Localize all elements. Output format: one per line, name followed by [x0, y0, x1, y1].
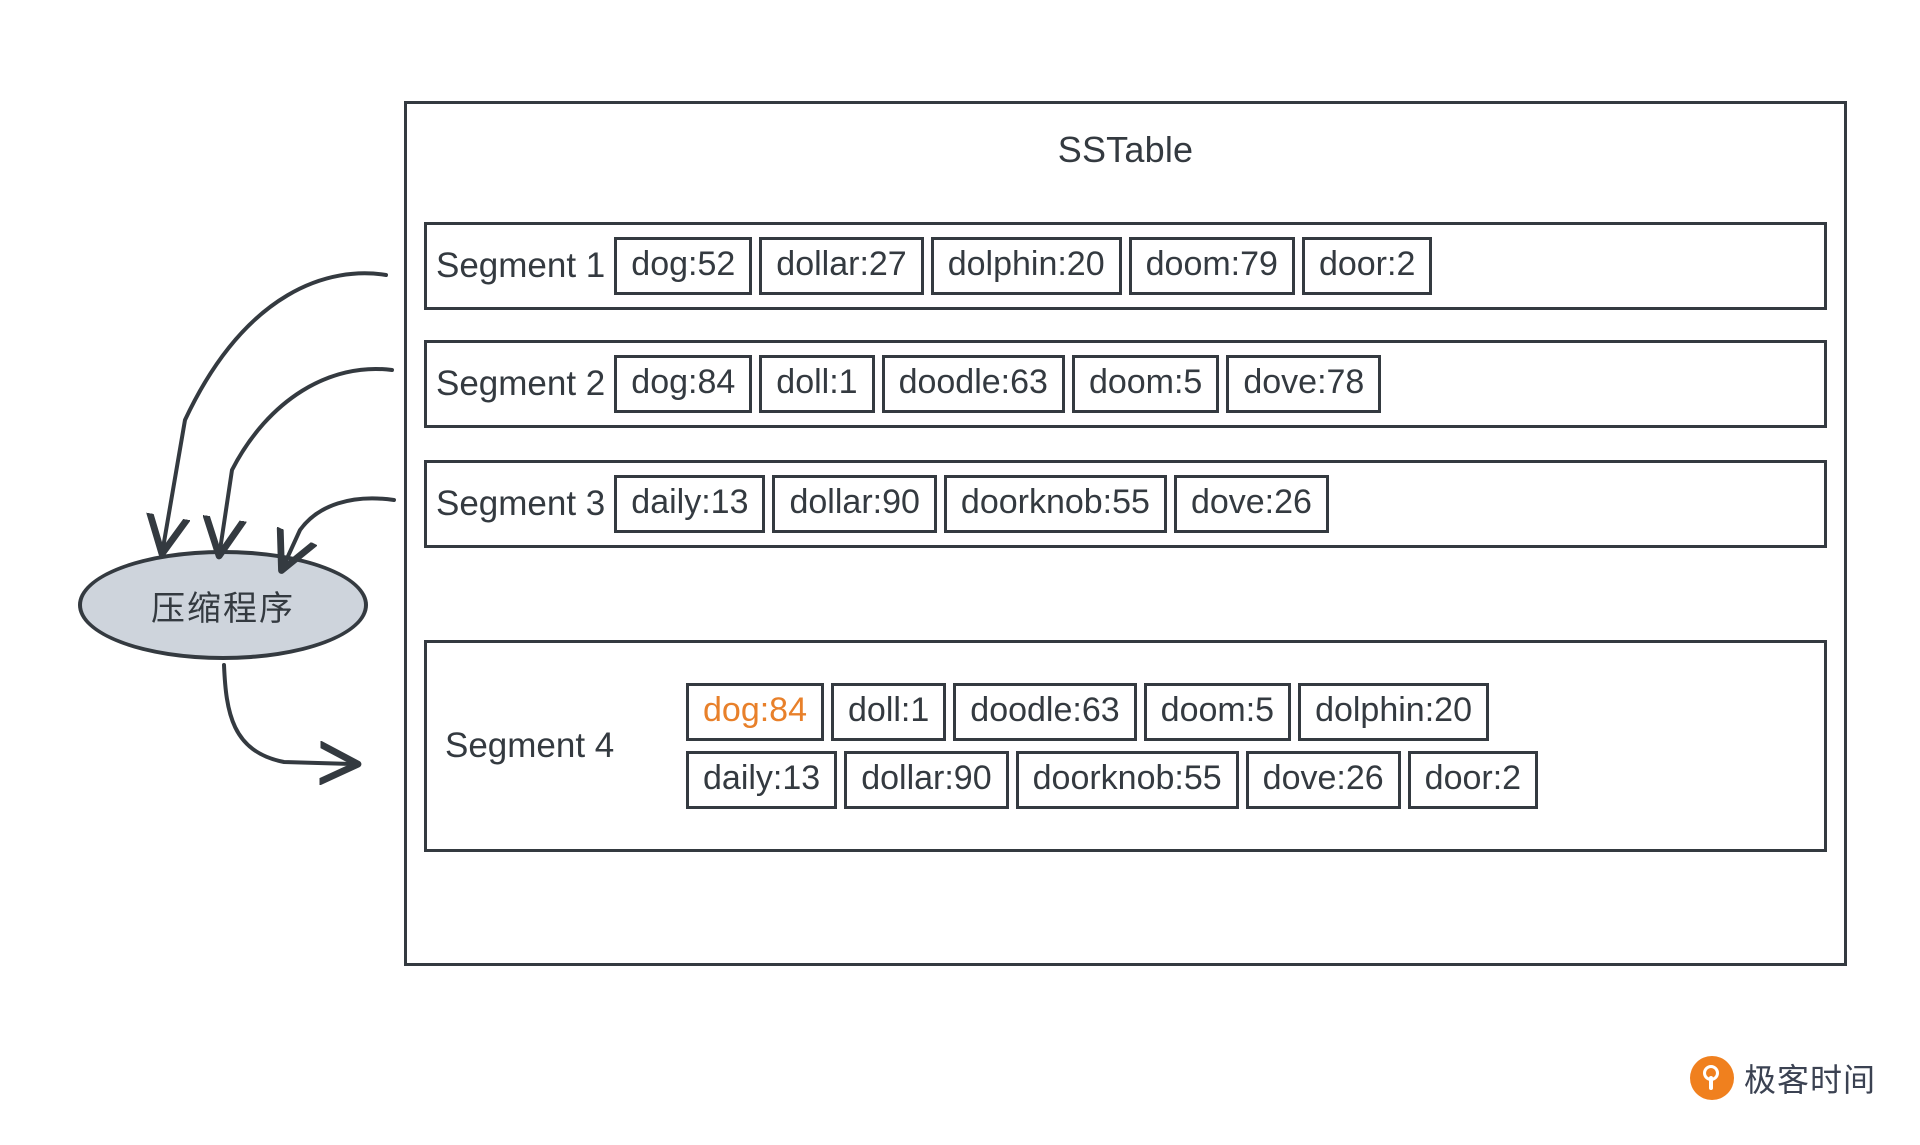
- arrow-segment2-to-compactor: [220, 367, 394, 550]
- entry-cell: doom:5: [1071, 355, 1220, 413]
- entry-cell: dove:26: [1245, 751, 1401, 809]
- entry-cell: dolphin:20: [930, 237, 1122, 295]
- segment-4-cells-line-2: daily:13 dollar:90 doorknob:55 dove:26 d…: [686, 751, 1539, 809]
- segment-label-2: Segment 2: [436, 363, 606, 403]
- entry-cell: doll:1: [759, 355, 875, 413]
- compaction-process-node: 压缩程序: [78, 550, 368, 660]
- entry-cell: daily:13: [614, 475, 766, 533]
- entry-cell: doorknob:55: [1015, 751, 1239, 809]
- segment-2-cells: dog:84 doll:1 doodle:63 doom:5 dove:78: [614, 355, 1382, 413]
- entry-cell: door:2: [1407, 751, 1539, 809]
- watermark: 极客时间: [1689, 1055, 1876, 1101]
- entry-cell: doll:1: [831, 683, 947, 741]
- entry-cell: daily:13: [686, 751, 838, 809]
- entry-cell: doom:79: [1128, 237, 1295, 295]
- entry-cell: doodle:63: [881, 355, 1065, 413]
- watermark-label: 极客时间: [1743, 1062, 1876, 1098]
- entry-cell: doorknob:55: [943, 475, 1167, 533]
- entry-cell: doom:5: [1143, 683, 1292, 741]
- segment-row-1: Segment 1 dog:52 dollar:27 dolphin:20 do…: [424, 222, 1827, 310]
- arrow-segment3-to-compactor: [284, 496, 396, 565]
- entry-cell: dog:52: [614, 237, 753, 295]
- segment-1-cells: dog:52 dollar:27 dolphin:20 doom:79 door…: [614, 237, 1433, 295]
- entry-cell: doodle:63: [953, 683, 1137, 741]
- entry-cell: dollar:90: [772, 475, 937, 533]
- segment-4-cells-line-1: dog:84 doll:1 doodle:63 doom:5 dolphin:2…: [686, 683, 1538, 741]
- arrow-compactor-to-segment4: [222, 663, 352, 764]
- segment-3-cells: daily:13 dollar:90 doorknob:55 dove:26: [614, 475, 1329, 533]
- segment-row-2: Segment 2 dog:84 doll:1 doodle:63 doom:5…: [424, 340, 1827, 428]
- segment-label-4: Segment 4: [445, 725, 615, 765]
- entry-cell: dolphin:20: [1298, 683, 1489, 741]
- entry-cell: dollar:90: [844, 751, 1009, 809]
- page-title: SSTable: [1057, 129, 1194, 170]
- segment-row-3: Segment 3 daily:13 dollar:90 doorknob:55…: [424, 460, 1827, 548]
- entry-cell-highlighted: dog:84: [686, 683, 824, 741]
- entry-cell: dollar:27: [759, 237, 924, 295]
- entry-cell: dog:84: [614, 355, 753, 413]
- segment-4-cells: dog:84 doll:1 doodle:63 doom:5 dolphin:2…: [686, 683, 1539, 809]
- entry-cell: dove:26: [1173, 475, 1329, 533]
- entry-cell: dove:78: [1226, 355, 1382, 413]
- arrow-segment1-to-compactor: [163, 271, 388, 548]
- brand-logo-icon: [1689, 1056, 1734, 1100]
- entry-cell: door:2: [1301, 237, 1433, 295]
- segment-label-3: Segment 3: [436, 483, 606, 523]
- compaction-process-label: 压缩程序: [151, 589, 295, 628]
- segment-label-1: Segment 1: [436, 245, 606, 285]
- segment-row-4: Segment 4 dog:84 doll:1 doodle:63 doom:5…: [424, 640, 1827, 852]
